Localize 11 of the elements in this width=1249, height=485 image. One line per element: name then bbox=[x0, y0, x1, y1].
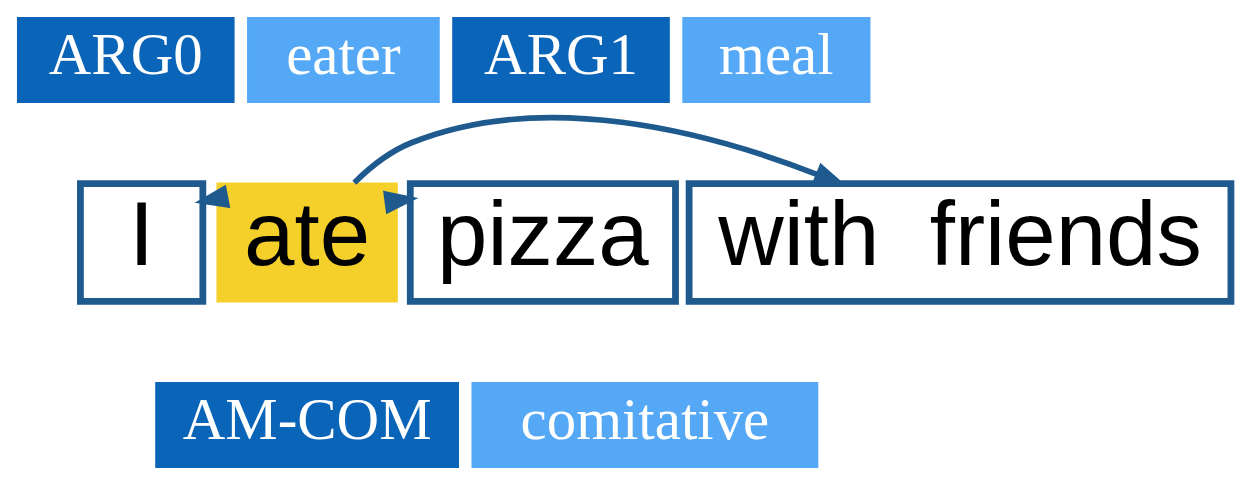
node-box: eater bbox=[247, 16, 440, 104]
node-box: meal bbox=[682, 16, 871, 104]
node-box: I bbox=[77, 180, 207, 305]
arrow bbox=[383, 190, 419, 215]
node-box: pizza bbox=[406, 180, 679, 305]
node-box: ARG1 bbox=[452, 16, 670, 104]
arrow bbox=[194, 184, 231, 209]
node-box: AM-COM bbox=[155, 381, 459, 469]
node-box: with friends bbox=[685, 180, 1235, 305]
node-box: ARG0 bbox=[16, 16, 235, 104]
node-box: comitative bbox=[471, 381, 819, 469]
